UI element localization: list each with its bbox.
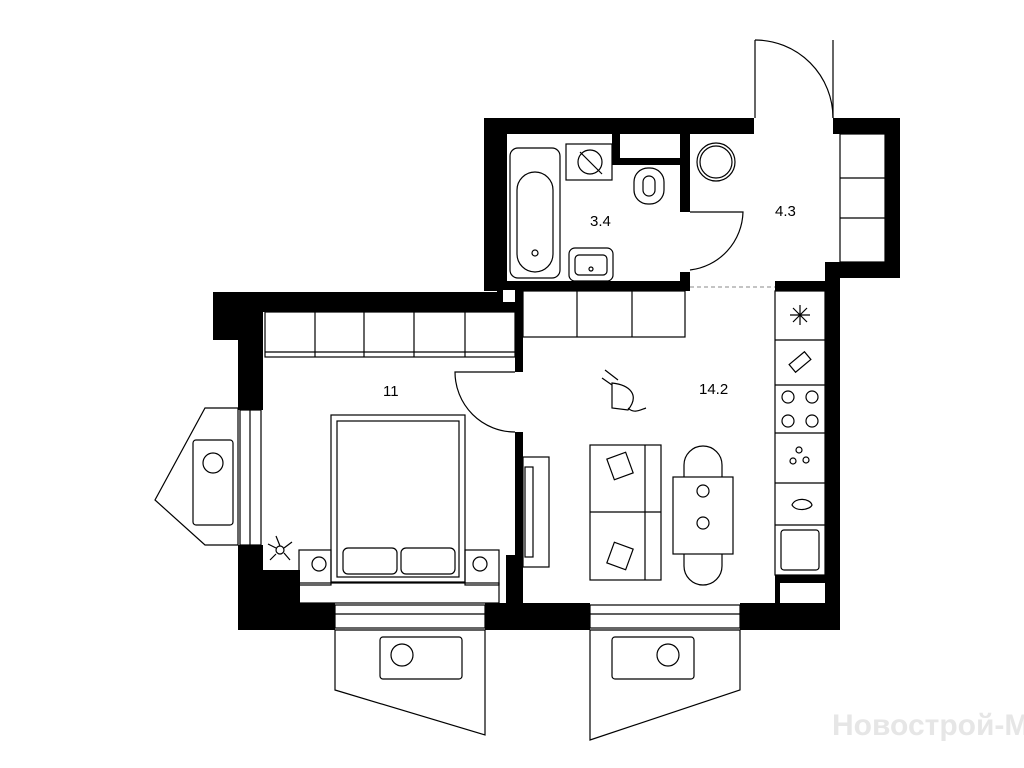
- stove-icon: [781, 390, 819, 428]
- bathtub: [509, 147, 561, 279]
- sofa: [589, 444, 662, 581]
- oven-icon: [780, 529, 820, 571]
- cutting-board-icon: [788, 350, 812, 374]
- room-area-bathroom: 3.4: [590, 213, 611, 230]
- bedroom-door[interactable]: [454, 371, 516, 433]
- round-table: [696, 142, 736, 182]
- toilet: [633, 167, 665, 205]
- wardrobe-living: [522, 290, 686, 338]
- bed: [330, 414, 466, 583]
- wardrobe-bedroom: [264, 311, 516, 358]
- balcony-left: [154, 407, 239, 546]
- balcony-bottom-left: [334, 629, 486, 736]
- fan-icon: [202, 452, 224, 474]
- kitchen-counter: [774, 290, 826, 576]
- dog-icon: [601, 369, 647, 412]
- room-area-kitchen-living: 14.2: [699, 381, 728, 398]
- room-area-hallway: 4.3: [775, 203, 796, 220]
- sink: [568, 247, 614, 282]
- room-area-bedroom: 11: [383, 383, 399, 400]
- fan-icon: [656, 643, 680, 667]
- bathroom-door[interactable]: [689, 211, 744, 271]
- entrance-door[interactable]: [754, 39, 834, 119]
- tv-stand: [522, 456, 550, 568]
- plant-icon: [267, 535, 293, 561]
- fan-icon: [390, 643, 414, 667]
- nightstand-left: [298, 549, 332, 586]
- windows: [239, 133, 886, 629]
- bed-base: [298, 582, 500, 604]
- watermark: Новострой-М: [832, 709, 1024, 742]
- kitchen-sink-icon: [791, 498, 813, 511]
- walls: [213, 118, 900, 630]
- dining-table: [672, 445, 734, 586]
- fruit-icon: [789, 446, 810, 465]
- balcony-bottom-right: [589, 629, 741, 741]
- nightstand-right: [464, 549, 500, 586]
- fridge-snowflake-icon: [790, 305, 810, 325]
- washing-machine: [565, 143, 613, 181]
